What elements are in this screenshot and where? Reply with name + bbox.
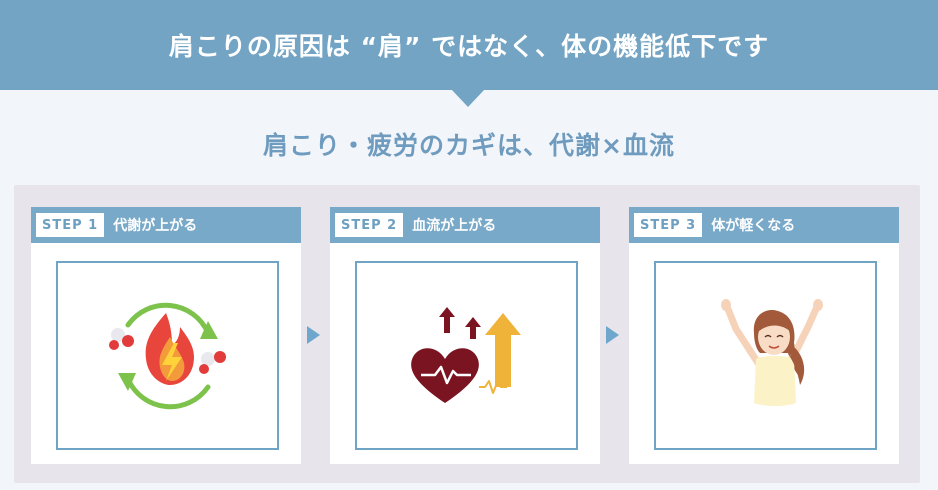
next-step-arrow-icon: [307, 326, 320, 344]
step-image-frame: [56, 261, 279, 450]
step-image-frame: [654, 261, 877, 450]
page-subtitle: 肩こり・疲労のカギは、代謝×血流: [263, 131, 675, 160]
header-banner: 肩こりの原因は “肩” ではなく、体の機能低下です: [0, 0, 938, 90]
step-card-2: STEP 2 血流が上がる: [330, 207, 600, 464]
step-badge: STEP 2: [335, 213, 404, 237]
fire-recycle-icon: [109, 302, 226, 410]
step-header: STEP 3 体が軽くなる: [629, 207, 899, 243]
next-step-arrow-icon: [606, 326, 619, 344]
step-title: 体が軽くなる: [711, 218, 796, 234]
page-title: 肩こりの原因は “肩” ではなく、体の機能低下です: [168, 32, 770, 61]
step-badge: STEP 3: [634, 213, 703, 237]
step-title: 血流が上がる: [412, 218, 497, 234]
step-header: STEP 1 代謝が上がる: [31, 207, 301, 243]
step-header: STEP 2 血流が上がる: [330, 207, 600, 243]
heart-pulse-up-arrows-icon: [411, 307, 521, 403]
step-card-1: STEP 1 代謝が上がる: [31, 207, 301, 464]
step-title: 代謝が上がる: [113, 218, 198, 234]
step-image-frame: [355, 261, 578, 450]
step-badge: STEP 1: [36, 213, 105, 237]
woman-stretching-illustration: [721, 299, 823, 406]
banner-pointer: [451, 89, 485, 107]
step-card-3: STEP 3 体が軽くなる: [629, 207, 899, 464]
